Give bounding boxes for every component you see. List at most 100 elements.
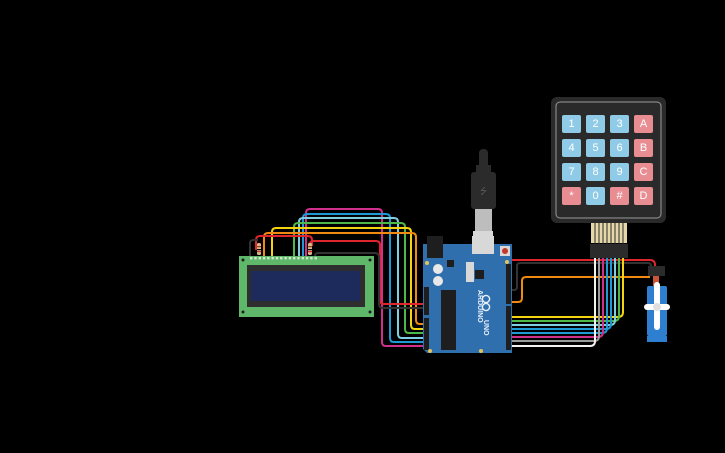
usb-port bbox=[472, 236, 494, 254]
wire-red-lcd-top[interactable] bbox=[255, 235, 313, 250]
capacitor-2 bbox=[433, 276, 443, 286]
keypad-key-B[interactable]: B bbox=[634, 139, 653, 157]
wire-yellow-lcd[interactable] bbox=[271, 227, 428, 330]
usb-cable-tip bbox=[479, 149, 488, 169]
svg-text:#: # bbox=[616, 190, 623, 202]
digital-header-top bbox=[506, 264, 511, 304]
wire-orange-lcd[interactable] bbox=[263, 232, 428, 325]
crystal bbox=[466, 262, 474, 282]
lcd-screen bbox=[251, 271, 360, 301]
lcd-pin[interactable] bbox=[262, 257, 266, 260]
keypad-key-2[interactable]: 2 bbox=[586, 115, 605, 133]
keypad-key-3[interactable]: 3 bbox=[610, 115, 629, 133]
keypad-key-8[interactable]: 8 bbox=[586, 163, 605, 181]
keypad-key-A[interactable]: A bbox=[634, 115, 653, 133]
keypad-key-C[interactable]: C bbox=[634, 163, 653, 181]
lcd-pin[interactable] bbox=[275, 257, 279, 260]
lcd-pin[interactable] bbox=[280, 257, 283, 260]
svg-text:2: 2 bbox=[592, 118, 598, 130]
lcd-pin[interactable] bbox=[310, 257, 313, 260]
servo-horn-center bbox=[653, 303, 661, 311]
lcd-pin[interactable] bbox=[267, 257, 270, 260]
keypad-key-*[interactable]: * bbox=[562, 187, 581, 205]
wire-green-lcd[interactable] bbox=[293, 222, 428, 334]
mount-hole bbox=[368, 310, 372, 314]
svg-text:4: 4 bbox=[568, 142, 574, 154]
wire-orange-servo[interactable] bbox=[512, 276, 650, 303]
lcd-pin[interactable] bbox=[293, 257, 296, 260]
wire-lightblue-lcd[interactable] bbox=[298, 217, 428, 339]
micro-servo[interactable] bbox=[644, 266, 670, 342]
wire-blue2-keypad[interactable] bbox=[512, 258, 612, 330]
voltage-regulator bbox=[447, 260, 454, 267]
usb-cable[interactable]: ⭍ bbox=[471, 149, 496, 251]
lcd-16x2[interactable] bbox=[239, 256, 374, 317]
mount-hole bbox=[428, 349, 432, 353]
lcd-pins bbox=[250, 257, 317, 260]
mount-hole bbox=[479, 349, 483, 353]
keypad-key-D[interactable]: D bbox=[634, 187, 653, 205]
keypad-key-9[interactable]: 9 bbox=[610, 163, 629, 181]
mount-hole bbox=[425, 261, 429, 265]
servo-connector bbox=[648, 266, 665, 276]
usb-cable-strain bbox=[476, 165, 491, 175]
keypad-key-7[interactable]: 7 bbox=[562, 163, 581, 181]
usb-plug-body bbox=[471, 172, 496, 209]
keypad-key-5[interactable]: 5 bbox=[586, 139, 605, 157]
lcd-pin[interactable] bbox=[301, 257, 304, 260]
wire-white-keypad[interactable] bbox=[512, 258, 596, 347]
svg-text:C: C bbox=[640, 166, 648, 178]
svg-text:D: D bbox=[640, 190, 648, 202]
arduino-uno[interactable]: ARDUINO UNO bbox=[423, 236, 512, 353]
keypad-key-#[interactable]: # bbox=[610, 187, 629, 205]
keypad-key-4[interactable]: 4 bbox=[562, 139, 581, 157]
svg-text:9: 9 bbox=[616, 166, 622, 178]
digital-header-bottom bbox=[506, 306, 511, 350]
usb-icon: ⭍ bbox=[480, 186, 488, 197]
lcd-pin[interactable] bbox=[250, 257, 253, 260]
keypad-border bbox=[555, 101, 662, 219]
lcd-pin[interactable] bbox=[288, 257, 292, 260]
arduino-brand: ARDUINO bbox=[476, 290, 483, 323]
svg-text:5: 5 bbox=[592, 142, 598, 154]
servo-cable bbox=[653, 276, 659, 286]
wire-black-lcd[interactable] bbox=[249, 239, 428, 309]
keypad-key-6[interactable]: 6 bbox=[610, 139, 629, 157]
power-header bbox=[424, 287, 429, 315]
lcd-pin[interactable] bbox=[258, 257, 261, 260]
resistor-2[interactable] bbox=[308, 243, 312, 255]
arduino-board bbox=[423, 244, 512, 353]
svg-text:6: 6 bbox=[616, 142, 622, 154]
mount-hole bbox=[241, 310, 245, 314]
lcd-pin[interactable] bbox=[271, 257, 274, 260]
lcd-pin[interactable] bbox=[284, 257, 287, 260]
servo-base bbox=[647, 336, 667, 342]
svg-text:3: 3 bbox=[616, 118, 622, 130]
wires bbox=[249, 208, 656, 347]
arduino-model: UNO bbox=[482, 320, 489, 336]
mount-hole bbox=[368, 258, 372, 262]
keypad-key-0[interactable]: 0 bbox=[586, 187, 605, 205]
wire-blue-lcd[interactable] bbox=[302, 213, 428, 343]
keypad-key-1[interactable]: 1 bbox=[562, 115, 581, 133]
power-jack bbox=[427, 236, 443, 258]
lcd-pin[interactable] bbox=[314, 257, 317, 260]
mount-hole bbox=[505, 260, 509, 264]
keypad-header bbox=[590, 223, 628, 258]
usb-chip bbox=[475, 270, 484, 279]
arduino-logo-icon bbox=[481, 294, 491, 312]
lcd-pin[interactable] bbox=[254, 257, 257, 260]
wire-black-servo[interactable] bbox=[512, 262, 652, 291]
wire-magenta-lcd[interactable] bbox=[305, 208, 428, 347]
mount-hole bbox=[241, 258, 245, 262]
resistor-1[interactable] bbox=[257, 243, 261, 255]
analog-header bbox=[424, 318, 429, 350]
lcd-pin[interactable] bbox=[297, 257, 300, 260]
svg-text:8: 8 bbox=[592, 166, 598, 178]
lcd-pin[interactable] bbox=[305, 257, 309, 260]
svg-text:*: * bbox=[569, 190, 574, 202]
reset-button-cap bbox=[502, 248, 508, 254]
